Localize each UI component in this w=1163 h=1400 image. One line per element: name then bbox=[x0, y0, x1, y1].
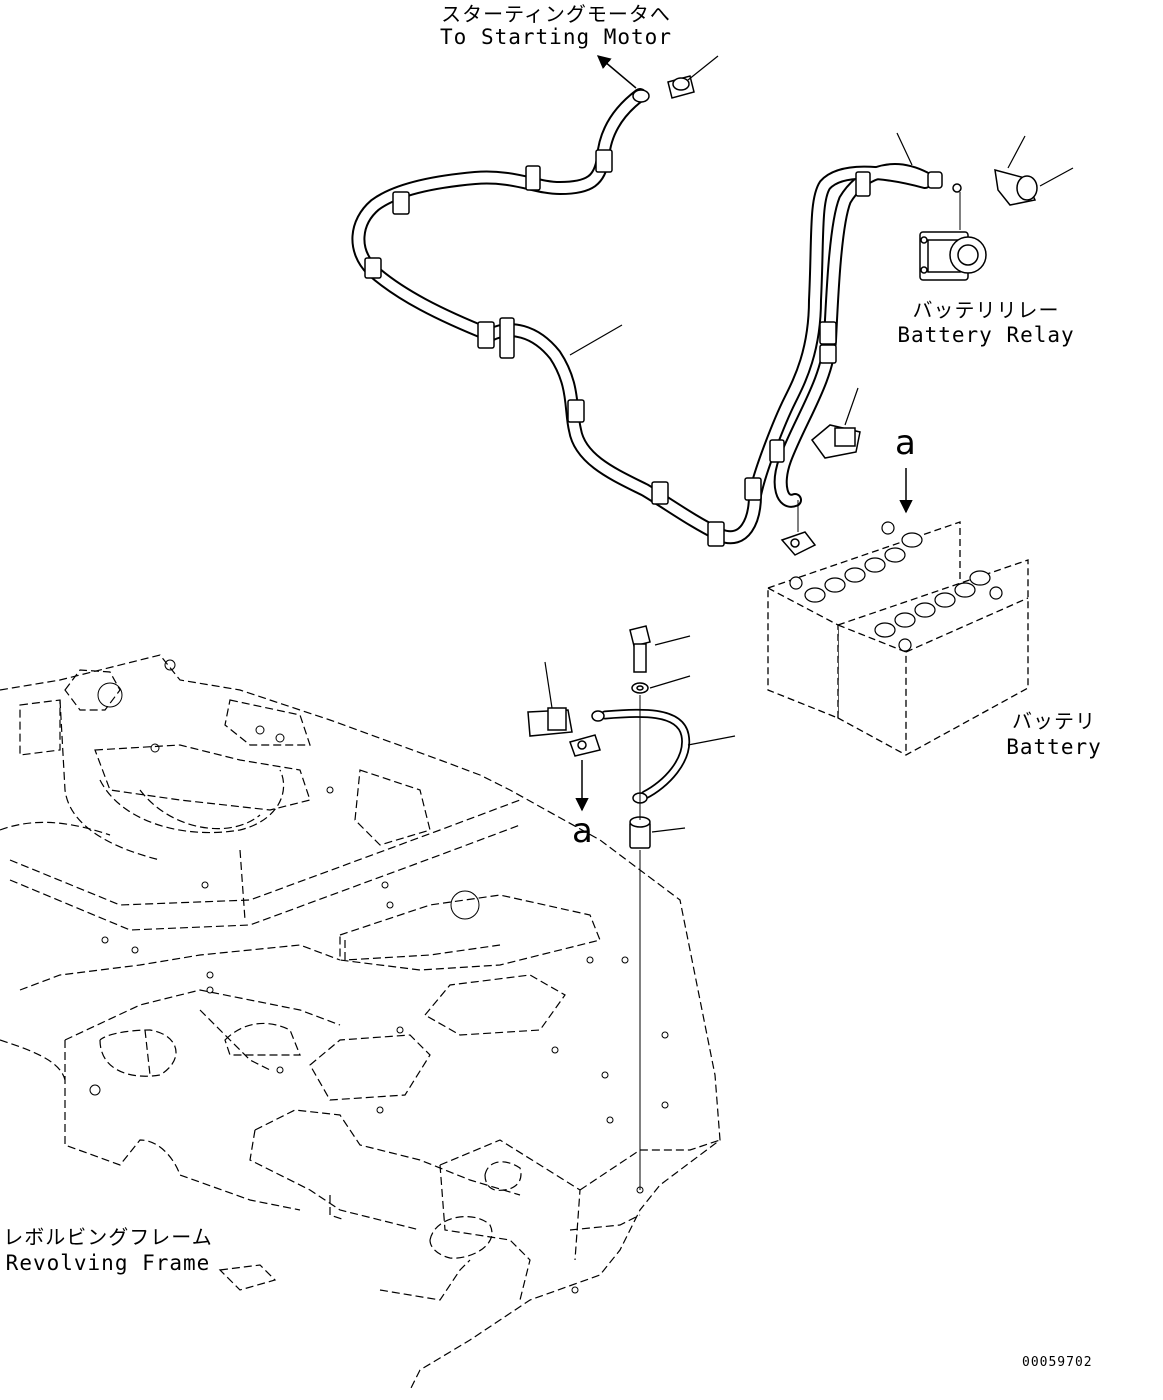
ground-terminal-clamp bbox=[569, 734, 601, 757]
battery-terminal-clamp bbox=[780, 531, 817, 556]
relay-terminal bbox=[927, 168, 1038, 206]
revolving-frame-label-jp: レボルビングフレーム bbox=[3, 1225, 213, 1249]
battery-connector-boot bbox=[810, 424, 861, 459]
starting-motor-terminal bbox=[632, 75, 695, 103]
ground-spacer bbox=[629, 816, 651, 849]
frame-holes bbox=[89, 659, 669, 1294]
batteries bbox=[767, 521, 1029, 756]
battery-relay bbox=[919, 231, 987, 281]
revolving-frame bbox=[0, 654, 721, 1391]
battery-label-jp: バッテリ bbox=[1012, 709, 1096, 733]
battery-relay-label-en: Battery Relay bbox=[897, 323, 1075, 347]
ground-bolt bbox=[629, 625, 651, 694]
ground-cable bbox=[600, 708, 691, 800]
battery-caps bbox=[789, 521, 1003, 652]
view-a-marker-top: a bbox=[895, 423, 917, 463]
cable-clamps bbox=[364, 149, 871, 547]
ground-cable-ends bbox=[591, 710, 648, 804]
view-a-marker-bottom: a bbox=[572, 811, 594, 851]
battery-relay-label-jp: バッテリリレー bbox=[912, 298, 1060, 322]
battery-label-en: Battery bbox=[1006, 735, 1102, 759]
revolving-frame-label-en: Revolving Frame bbox=[5, 1251, 211, 1275]
starting-motor-label-jp: スターティングモータへ bbox=[441, 2, 671, 26]
ground-cable-inner bbox=[602, 710, 689, 798]
ground-connector bbox=[527, 707, 573, 737]
main-cable-inner bbox=[353, 90, 930, 543]
starting-motor-label-en: To Starting Motor bbox=[440, 25, 672, 49]
document-number: 00059702 bbox=[1022, 1355, 1093, 1370]
